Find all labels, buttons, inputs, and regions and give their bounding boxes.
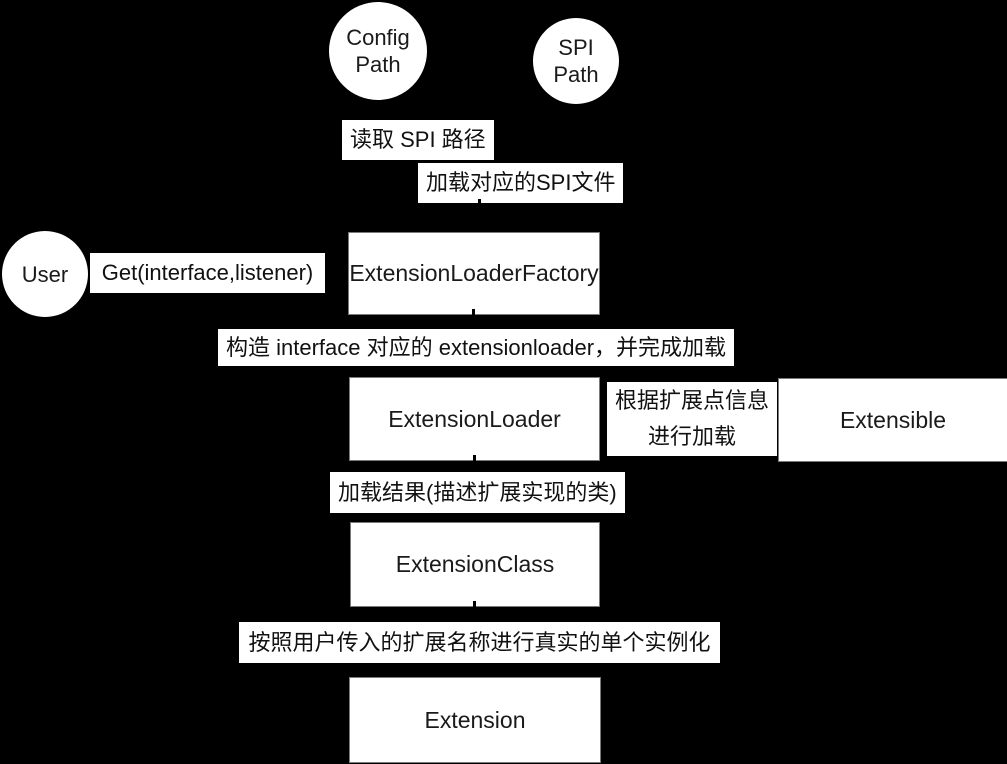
- circle-user: User: [2, 231, 88, 317]
- circle-config-path-label-line2: Path: [355, 52, 401, 77]
- message-instantiate-extension-text: 按照用户传入的扩展名称进行真实的单个实例化: [248, 629, 711, 655]
- connector-tick-loader-bottom: [473, 455, 476, 461]
- message-instantiate-extension: 按照用户传入的扩展名称进行真实的单个实例化: [239, 622, 720, 663]
- circle-spi-path: SPI Path: [533, 18, 619, 104]
- message-read-spi-path: 读取 SPI 路径: [342, 120, 494, 160]
- circle-spi-path-label-line2: Path: [553, 62, 599, 87]
- circle-config-path: Config Path: [329, 2, 427, 100]
- box-extension-loader-label: ExtensionLoader: [388, 405, 561, 432]
- connector-tick-load-spi-file: [478, 199, 481, 203]
- box-extension-loader: ExtensionLoader: [349, 377, 600, 461]
- connector-tick-class-bottom: [473, 601, 476, 607]
- box-extensible-label: Extensible: [839, 406, 947, 433]
- message-get-interface-listener: Get(interface,listener): [90, 253, 325, 293]
- message-load-spi-file-text: 加载对应的SPI文件: [426, 170, 616, 195]
- box-extension-class: ExtensionClass: [350, 522, 600, 607]
- box-extension-class-label: ExtensionClass: [395, 551, 555, 577]
- message-load-by-point-info-line1: 根据扩展点信息: [615, 388, 770, 413]
- message-get-interface-listener-text: Get(interface,listener): [101, 260, 314, 285]
- box-extension-loader-factory-label: ExtensionLoaderFactory: [349, 260, 599, 286]
- circle-spi-path-label-line1: SPI: [558, 35, 594, 60]
- message-build-extension-loader-text: 构造 interface 对应的 extensionloader，并完成加载: [226, 334, 727, 360]
- box-extension-loader-factory: ExtensionLoaderFactory: [348, 232, 600, 315]
- connector-tick-factory-bottom: [472, 309, 475, 315]
- box-extension-label: Extension: [424, 706, 526, 733]
- message-read-spi-path-text: 读取 SPI 路径: [350, 127, 486, 152]
- circle-config-path-label-line1: Config: [346, 25, 410, 50]
- message-load-result-text: 加载结果(描述扩展实现的类): [338, 479, 617, 505]
- message-load-by-point-info: 根据扩展点信息 进行加载: [607, 382, 778, 456]
- message-load-result: 加载结果(描述扩展实现的类): [330, 472, 625, 513]
- circle-user-label: User: [21, 261, 69, 287]
- box-extension: Extension: [349, 677, 601, 763]
- box-extensible: Extensible: [778, 378, 1007, 462]
- message-load-spi-file: 加载对应的SPI文件: [418, 163, 624, 203]
- message-load-by-point-info-line2: 进行加载: [648, 424, 737, 449]
- message-build-extension-loader: 构造 interface 对应的 extensionloader，并完成加载: [218, 329, 735, 366]
